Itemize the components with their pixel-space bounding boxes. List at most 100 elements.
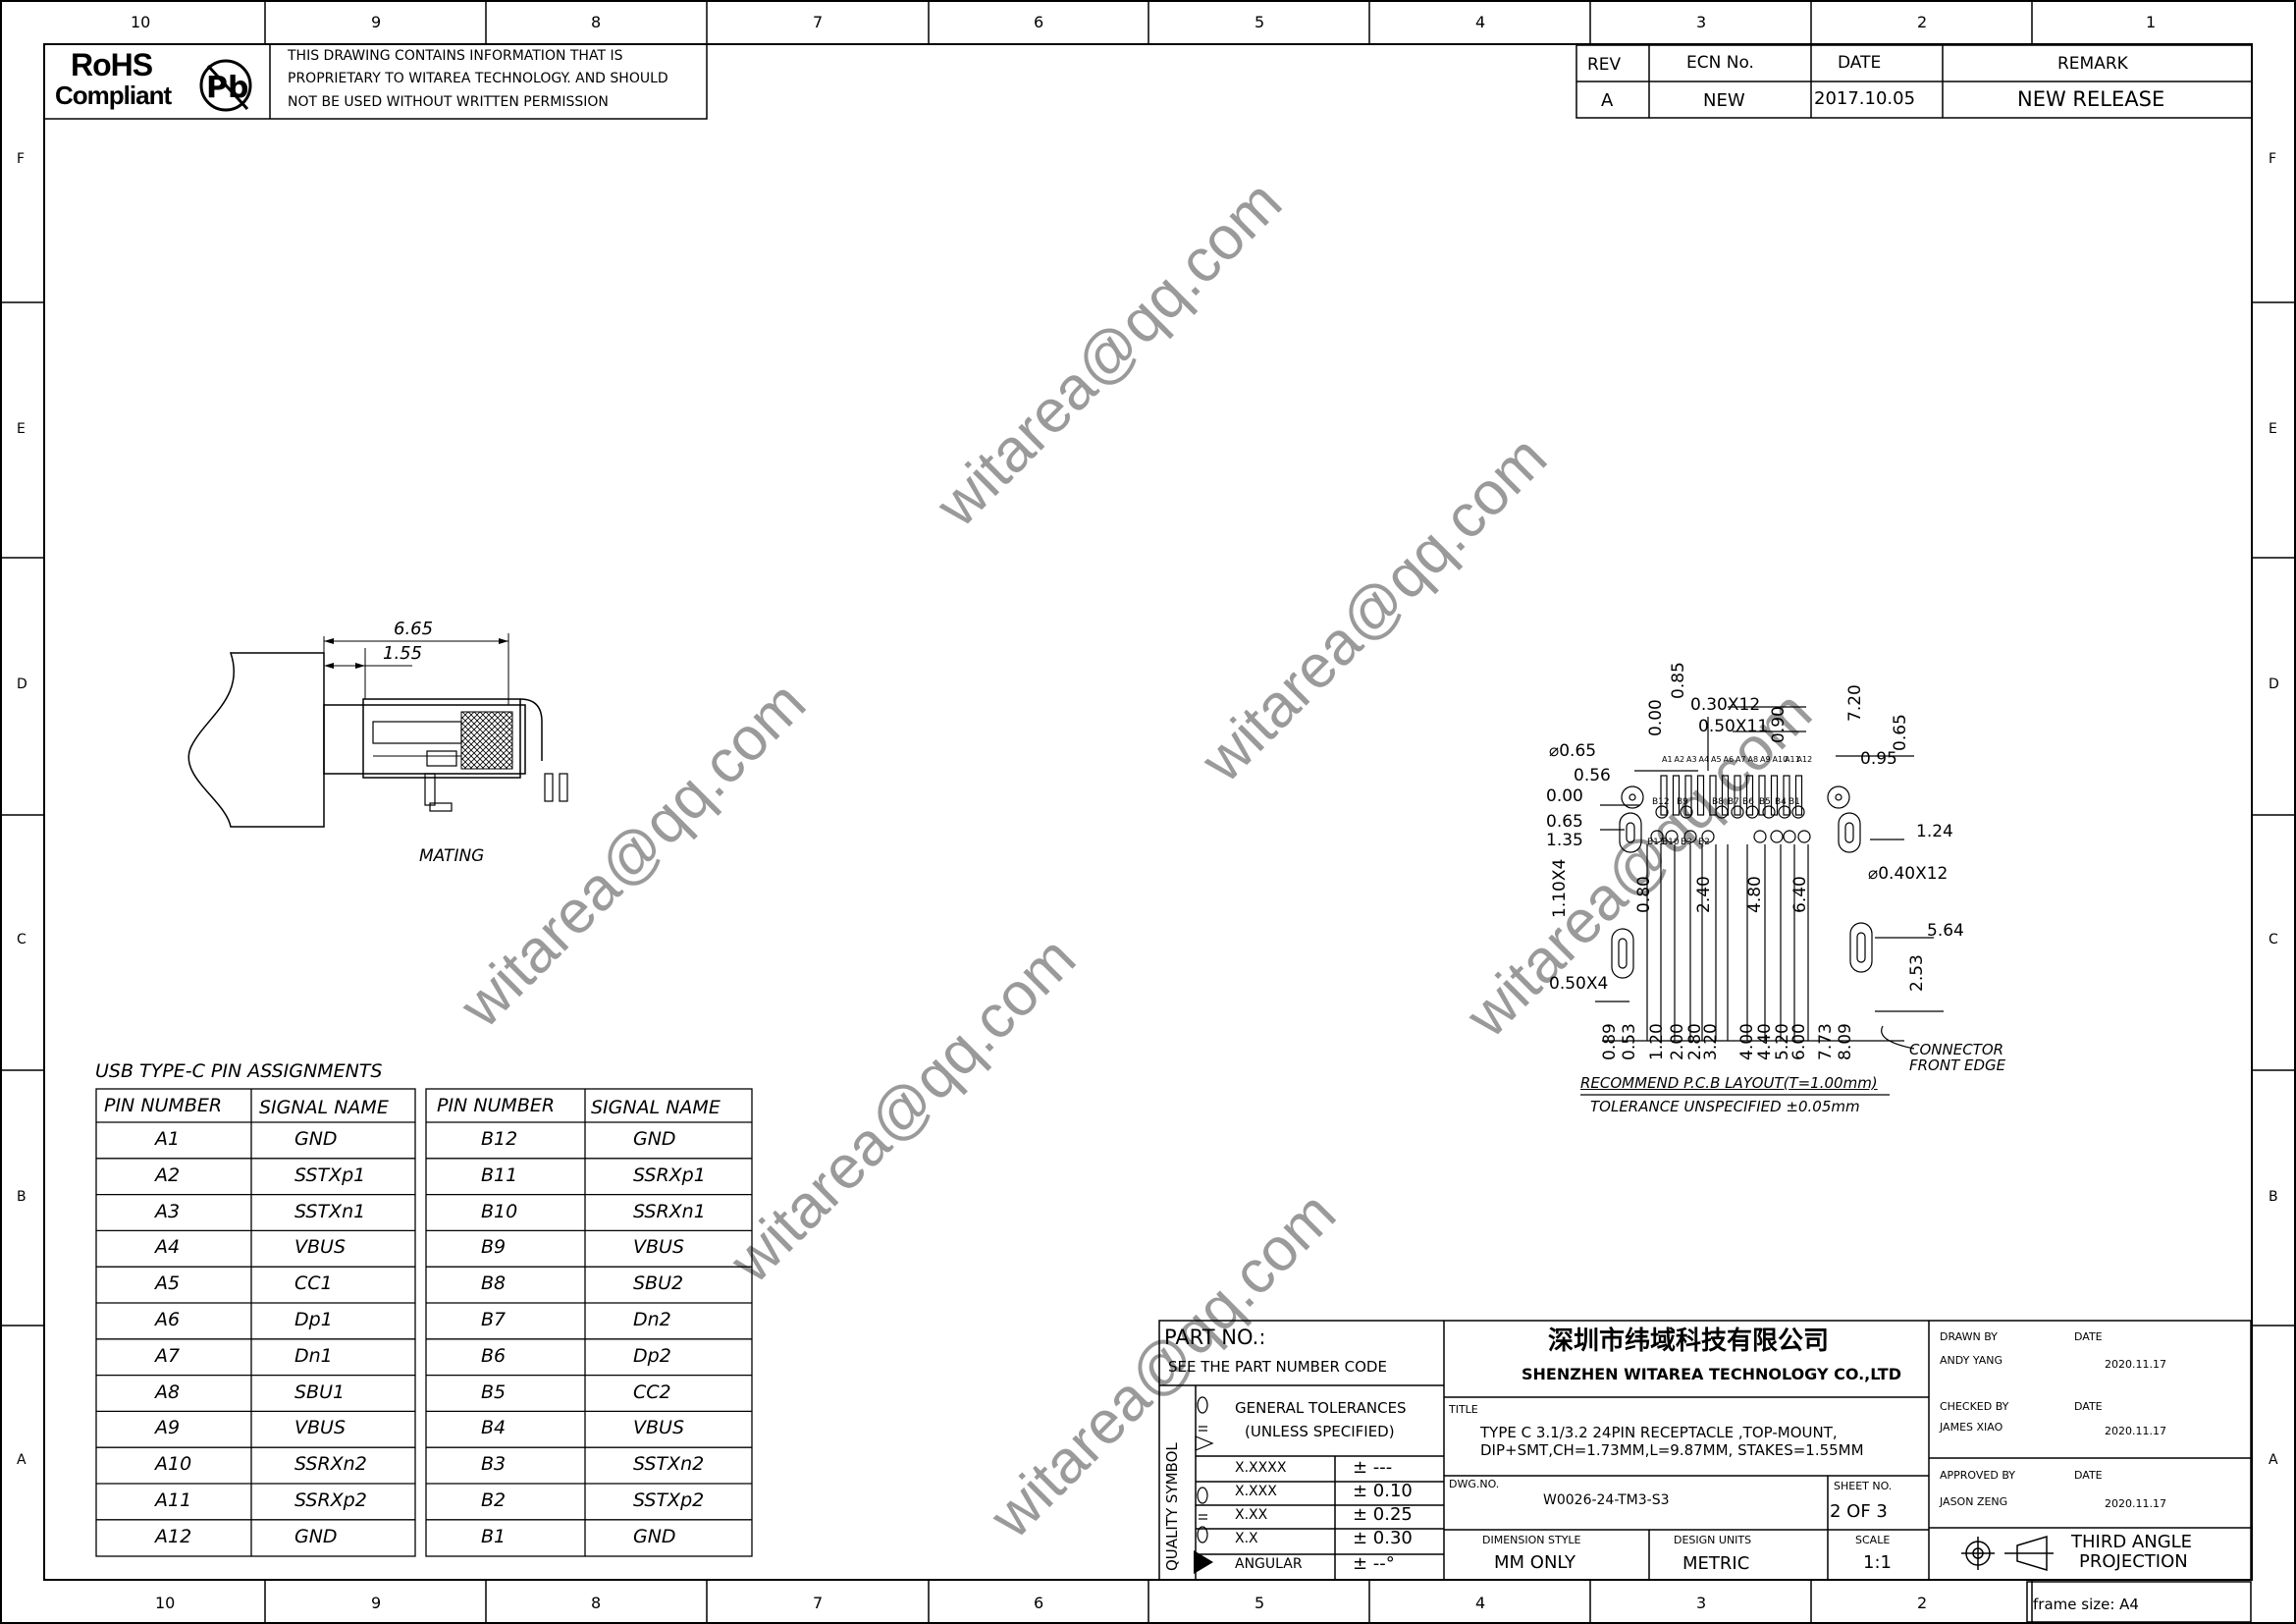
sheet-no-label: SHEET NO. bbox=[1834, 1480, 1893, 1492]
pin-number-cell: A11 bbox=[155, 1489, 192, 1511]
pcb-dim-label: 4.00 bbox=[1737, 1023, 1757, 1060]
frame-size-box bbox=[2026, 1581, 2252, 1623]
zone-right-D: D bbox=[2269, 677, 2279, 692]
pin-number-cell: B11 bbox=[481, 1164, 518, 1186]
dimension-style-value: MM ONLY bbox=[1494, 1552, 1576, 1573]
pin-number-cell: B9 bbox=[481, 1236, 507, 1259]
pcb-dim-label: B5 bbox=[1759, 797, 1771, 807]
pcb-dim-label: B1 bbox=[1789, 797, 1800, 807]
pcb-dim-label: 0.53 bbox=[1620, 1023, 1639, 1060]
pcb-dim-label: A9 bbox=[1760, 755, 1771, 764]
pin-table-title: USB TYPE-C PIN ASSIGNMENTS bbox=[95, 1060, 383, 1082]
pin-number-cell: A12 bbox=[155, 1525, 192, 1547]
signal-name-cell: SSTXn2 bbox=[633, 1453, 705, 1476]
pcb-dim-label: A4 bbox=[1698, 755, 1710, 764]
drawn-date-value: 2020.11.17 bbox=[2105, 1358, 2166, 1371]
zone-bottom-2: 2 bbox=[1917, 1594, 1928, 1612]
tolerance-value: ± --° bbox=[1353, 1553, 1395, 1574]
pcb-dim-label: 7.73 bbox=[1816, 1023, 1836, 1060]
frame-size: frame size: A4 bbox=[2033, 1596, 2139, 1613]
zone-left-D: D bbox=[17, 677, 27, 692]
pin-hole bbox=[1797, 830, 1811, 843]
pin-number-cell: B1 bbox=[481, 1525, 507, 1547]
pcb-dim-label: ⌀0.65 bbox=[1549, 741, 1597, 761]
zone-bottom-6: 6 bbox=[1034, 1594, 1044, 1612]
pcb-dim-label: A12 bbox=[1796, 755, 1813, 764]
part-no-label: PART NO.: bbox=[1164, 1326, 1266, 1349]
pin-hole bbox=[1783, 830, 1796, 843]
signal-name-cell: GND bbox=[294, 1525, 338, 1547]
quality-symbol-label: QUALITY SYMBOL bbox=[1163, 1442, 1181, 1571]
pcb-layout bbox=[1580, 706, 1944, 1096]
pin-number-cell: B2 bbox=[481, 1489, 507, 1511]
date-value: 2017.10.05 bbox=[1814, 88, 1916, 109]
pin-hole bbox=[1655, 805, 1669, 819]
pcb-dim-label: 7.20 bbox=[1845, 684, 1865, 722]
left-pin-number-header: PIN NUMBER bbox=[104, 1095, 223, 1116]
pcb-dim-label: A6 bbox=[1723, 755, 1735, 764]
tolerance-format: ANGULAR bbox=[1235, 1556, 1303, 1572]
part-no-note: SEE THE PART NUMBER CODE bbox=[1168, 1358, 1387, 1376]
zone-left-C: C bbox=[17, 932, 27, 947]
signal-pad bbox=[1660, 775, 1668, 816]
pcb-dim-label: A11 bbox=[1785, 755, 1800, 764]
remark-header: REMARK bbox=[2057, 54, 2128, 74]
pcb-dim-label: 0.65 bbox=[1546, 812, 1583, 832]
signal-name-cell: SSTXp1 bbox=[294, 1164, 366, 1186]
pcb-dim-label: B3 bbox=[1681, 838, 1692, 847]
pin-number-cell: A10 bbox=[155, 1453, 192, 1476]
zone-right-B: B bbox=[2269, 1189, 2278, 1205]
signal-name-cell: Dn2 bbox=[633, 1309, 671, 1330]
signal-name-cell: SSRXn2 bbox=[294, 1453, 367, 1476]
signal-name-cell: SSTXp2 bbox=[633, 1489, 705, 1511]
pcb-dim-label: 1.24 bbox=[1916, 822, 1953, 841]
tolerances-title: GENERAL TOLERANCES bbox=[1235, 1399, 1407, 1417]
zone-left-E: E bbox=[17, 421, 26, 437]
zone-left-A: A bbox=[17, 1452, 27, 1468]
design-units-value: METRIC bbox=[1682, 1553, 1750, 1574]
title-label: TITLE bbox=[1449, 1403, 1478, 1416]
pcb-dim-label: B2 bbox=[1698, 838, 1710, 847]
pin-hole bbox=[1665, 830, 1679, 843]
signal-name-cell: CC2 bbox=[633, 1380, 671, 1403]
signal-name-cell: VBUS bbox=[633, 1236, 684, 1259]
pcb-dim-label: 0.85 bbox=[1669, 662, 1688, 699]
drawn-by-label: DRAWN BY bbox=[1940, 1330, 1998, 1343]
signal-name-cell: Dp2 bbox=[633, 1344, 671, 1367]
right-pin-number-header: PIN NUMBER bbox=[437, 1095, 556, 1116]
pcb-dim-label: 5.64 bbox=[1927, 921, 1964, 941]
pin-hole bbox=[1701, 830, 1715, 843]
pin-hole bbox=[1770, 830, 1784, 843]
tolerance-value: ± 0.25 bbox=[1353, 1504, 1413, 1525]
pcb-dim-label: 0.65 bbox=[1891, 714, 1910, 751]
signal-name-cell: SSRXn1 bbox=[633, 1200, 706, 1222]
rohs-label: RoHS bbox=[71, 47, 153, 82]
rev-value: A bbox=[1601, 90, 1614, 111]
pb-symbol: Pb bbox=[206, 71, 248, 105]
pin-number-cell: B6 bbox=[481, 1344, 507, 1367]
signal-name-cell: Dp1 bbox=[294, 1309, 333, 1330]
zone-right-E: E bbox=[2269, 421, 2277, 437]
signal-name-cell: SBU1 bbox=[294, 1380, 346, 1403]
scale-value: 1:1 bbox=[1863, 1552, 1892, 1573]
pcb-tolerance: TOLERANCE UNSPECIFIED ±0.05mm bbox=[1590, 1098, 1860, 1115]
zone-left-B: B bbox=[17, 1189, 27, 1205]
pcb-dim-label: 2.40 bbox=[1694, 876, 1714, 913]
pcb-dim-label: 0.30X12 bbox=[1690, 695, 1761, 715]
signal-name-cell: VBUS bbox=[633, 1417, 684, 1439]
dwg-no-label: DWG.NO. bbox=[1449, 1478, 1500, 1490]
pin-hole bbox=[1762, 805, 1776, 819]
approved-by-label: APPROVED BY bbox=[1940, 1469, 2016, 1482]
zone-right-A: A bbox=[2269, 1452, 2278, 1468]
signal-name-cell: GND bbox=[633, 1525, 676, 1547]
pcb-dim-label: 2.53 bbox=[1907, 954, 1927, 992]
scale-label: SCALE bbox=[1855, 1534, 1891, 1546]
pcb-dim-label: 4.40 bbox=[1755, 1023, 1775, 1060]
pin-hole bbox=[1650, 830, 1664, 843]
pcb-dim-label: 4.80 bbox=[1745, 876, 1765, 913]
approved-by-value: JASON ZENG bbox=[1940, 1495, 2008, 1508]
dim-6-65: 6.65 bbox=[394, 619, 434, 639]
notice-line-1: THIS DRAWING CONTAINS INFORMATION THAT I… bbox=[288, 48, 623, 64]
zone-bottom-4: 4 bbox=[1475, 1594, 1486, 1612]
zone-right-F: F bbox=[2269, 151, 2277, 167]
